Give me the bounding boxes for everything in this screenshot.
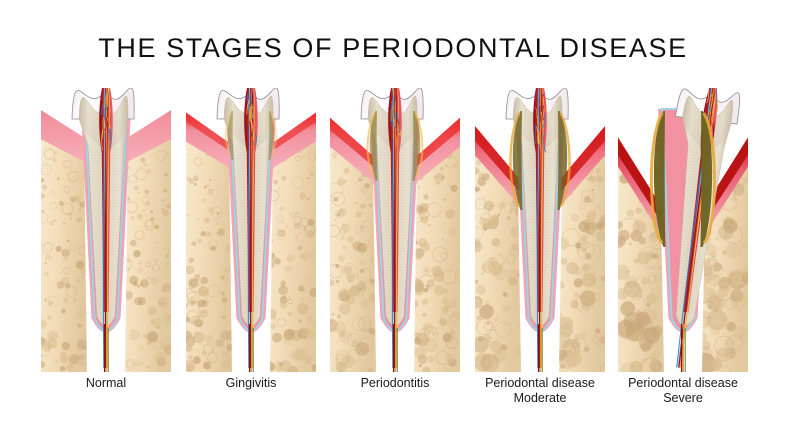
gum-left (41, 110, 86, 168)
calculus-deposit (557, 111, 568, 210)
tooth-gingivitis (216, 88, 280, 369)
inflammation-band-right (561, 126, 605, 191)
calculus-deposit (512, 111, 523, 210)
vessel-strand (252, 88, 255, 369)
bone-left (186, 129, 232, 372)
calculus-deposit (268, 111, 275, 160)
bone-left (330, 134, 376, 372)
stages-row (0, 88, 786, 388)
tooth-diagram-periodontitis (320, 88, 470, 388)
alveolar-bone-gingivitis (186, 129, 316, 372)
inflammation-band-left (186, 112, 230, 151)
calculus-edge (649, 112, 664, 244)
pulp-periodontitis (387, 88, 402, 369)
stage-label-gingivitis: Gingivitis (166, 376, 336, 391)
calculus-edge (224, 112, 231, 157)
stage-gingivitis (176, 88, 326, 388)
block-crop (608, 372, 758, 388)
stage-normal (31, 88, 181, 388)
vessel-strand (107, 88, 110, 369)
bone-texture-right (702, 154, 748, 373)
stage-label-line1: Periodontitis (360, 376, 430, 390)
stage-periodontitis (320, 88, 470, 388)
inflammation-band-right (272, 112, 316, 151)
calculus-deposit (369, 111, 378, 181)
stage-periodontal-disease-moderate (465, 88, 615, 388)
stage-label-line1: Periodontal disease (628, 376, 738, 390)
gingiva-periodontitis (330, 117, 460, 187)
calculus-deposit (653, 111, 666, 247)
alveolar-bone-periodontal-disease-moderate (475, 143, 605, 373)
bone-texture-right (125, 127, 171, 371)
calculus-edge (366, 112, 376, 178)
page-title: THE STAGES OF PERIODONTAL DISEASE (98, 33, 688, 63)
bone-right (414, 134, 460, 372)
calculus-edge (414, 112, 424, 178)
stage-label-line1: Periodontal disease (485, 376, 595, 390)
stage-label-line2: Moderate (513, 391, 567, 405)
tooth-diagram-normal (31, 88, 181, 388)
block-crop (320, 372, 470, 388)
tooth-diagram-periodontal-disease-severe (608, 88, 758, 388)
block-crop (31, 372, 181, 388)
tooth-diagram-gingivitis (176, 88, 326, 388)
gingiva-normal (41, 110, 171, 168)
stage-labels-row: Normal Gingivitis Periodontitis Periodontal… (0, 376, 786, 436)
inflammation-band-left (475, 126, 519, 191)
calculus-deposit (227, 111, 234, 160)
calculus-deposit (700, 111, 713, 247)
stage-periodontal-disease-severe (608, 88, 758, 388)
gingiva-periodontal-disease-moderate (475, 126, 605, 209)
tooth-diagram-periodontal-disease-moderate (465, 88, 615, 388)
calculus-edge (559, 112, 571, 207)
stage-label-line1: Normal (85, 376, 127, 390)
bone-texture-right (414, 134, 460, 373)
calculus-edge (271, 112, 278, 157)
calculus-periodontitis (366, 111, 424, 181)
calculus-periodontal-disease-severe (649, 111, 717, 247)
pulp-gingivitis (244, 88, 258, 369)
calculus-edge (702, 112, 717, 244)
calculus-periodontal-disease-moderate (509, 111, 571, 210)
tooth-periodontitis (360, 88, 424, 369)
gum-right (126, 110, 171, 168)
bone-texture-left (330, 136, 376, 373)
alveolar-bone-periodontitis (330, 134, 460, 373)
gingiva-gingivitis (186, 112, 316, 174)
block-crop (465, 372, 615, 388)
calculus-gingivitis (224, 111, 278, 160)
stage-label-line1: Gingivitis (225, 376, 277, 390)
stage-label-normal: Normal (21, 376, 191, 391)
block-crop (176, 372, 326, 388)
pulp-periodontal-disease-moderate (533, 88, 547, 369)
calculus-deposit (412, 111, 421, 181)
calculus-edge (509, 112, 521, 207)
stage-label-periodontitis: Periodontitis (310, 376, 480, 391)
bone-texture-left (186, 131, 232, 372)
cementum-line (660, 108, 706, 332)
vessel-strand (396, 88, 399, 369)
inflammation-band-right (416, 117, 460, 167)
pulp-normal (99, 88, 113, 369)
alveolar-bone-normal (41, 127, 171, 372)
stage-label-line2: Severe (663, 391, 703, 405)
inflammation-band-left (330, 117, 374, 167)
